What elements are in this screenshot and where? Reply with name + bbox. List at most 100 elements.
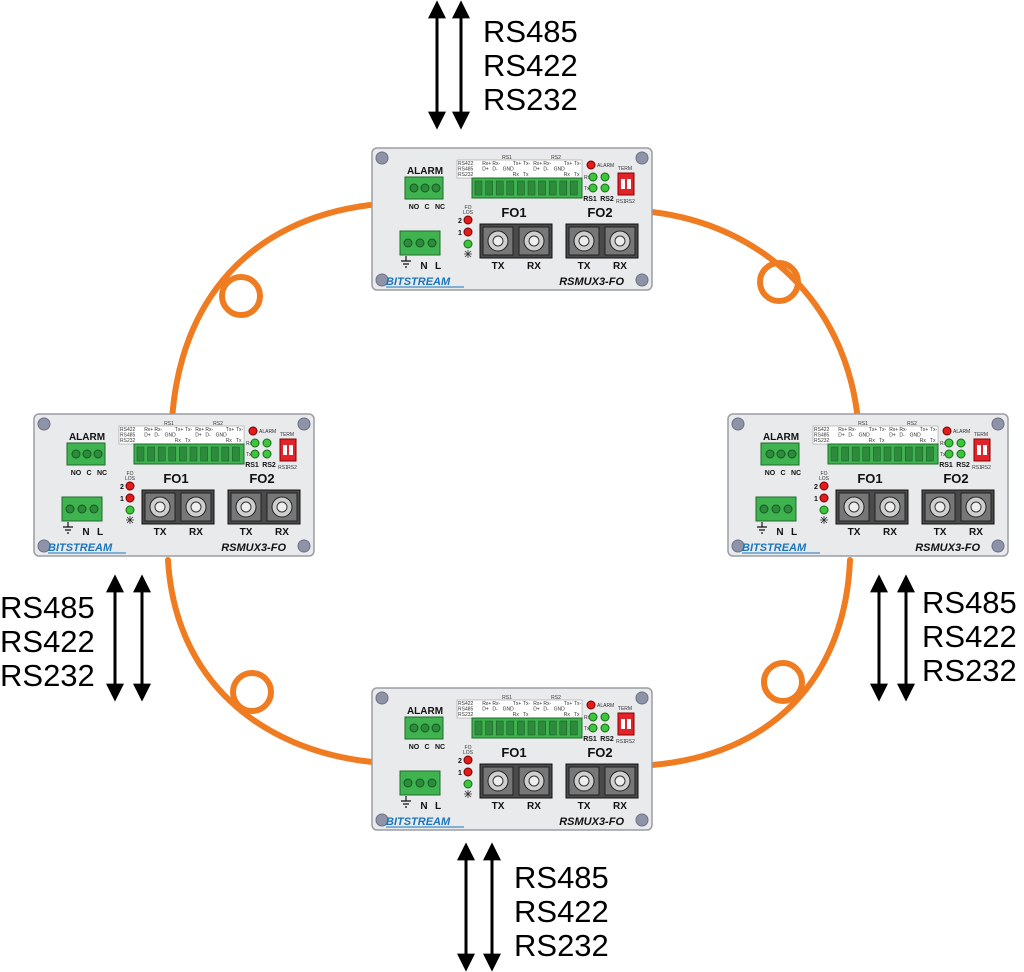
sc-ferrule: [934, 501, 946, 513]
rs1-label: RS1: [939, 462, 953, 469]
pinout-cell: Rx+: [533, 161, 542, 167]
pinout-cell: Rx: [513, 712, 520, 718]
fiber-segment: [649, 557, 853, 768]
rs-terminal-pin: [474, 720, 483, 736]
mounting-screw: [991, 417, 1005, 431]
pinout-cell: Rx: [226, 438, 233, 444]
fo1-los-led: [819, 493, 829, 503]
rs-terminal-pin: [548, 720, 557, 736]
ground-symbol: [63, 522, 73, 534]
status-led: [588, 712, 598, 722]
fo2-label: FO2: [587, 205, 612, 220]
fo1-tx-label: TX: [492, 261, 505, 272]
rs-terminal-pin: [883, 446, 892, 462]
status-led: [944, 449, 954, 459]
fo-los-label: FO: [465, 205, 472, 211]
fo1-label: FO1: [163, 471, 188, 486]
rs-terminal-pin: [830, 446, 839, 462]
mounting-screw: [635, 151, 649, 165]
rs-terminal-pin: [232, 446, 240, 462]
pinout-cell: Rx-: [543, 701, 551, 707]
pinout-cell: Tx-: [879, 427, 887, 433]
power-pin-label: N: [420, 261, 427, 272]
pinout-cell: Tx-: [574, 161, 582, 167]
pinout-cell: Rx-: [154, 427, 162, 433]
term-rs1-label: RS1: [972, 465, 982, 471]
term-rs1-label: RS1: [616, 199, 626, 205]
power-pin-label: L: [435, 801, 441, 812]
fo1-tx-label: TX: [492, 801, 505, 812]
pinout-cell: Tx-: [523, 701, 531, 707]
pinout-cell: RS422: [814, 427, 830, 433]
terminal-screw: [89, 504, 99, 514]
pinout-cell: Rx+: [195, 427, 204, 433]
light-icon: [820, 516, 828, 524]
pinout-cell: D-: [492, 167, 498, 173]
light-icon: [126, 516, 134, 524]
term-dip-switch: [617, 172, 635, 196]
fiber-slack-loop: [757, 260, 801, 304]
fo2-led-label: 2: [458, 218, 462, 225]
sc-ferrule: [848, 501, 860, 513]
terminal-screw: [415, 238, 425, 248]
fiber-segment: [649, 209, 861, 423]
rs-terminal-pin: [506, 720, 515, 736]
terminal-screw: [759, 504, 769, 514]
rs-terminal-pin: [147, 446, 155, 462]
terminal-screw: [77, 504, 87, 514]
pinout-cell: Tx+: [564, 161, 573, 167]
power-pin-label: N: [420, 801, 427, 812]
rs-terminal-pin: [538, 720, 546, 736]
power-pin-label: N: [776, 527, 783, 538]
model-label: RSMUX3-FO: [915, 542, 980, 554]
terminal-screw: [420, 723, 430, 733]
alarm-pin-label: C: [424, 744, 429, 751]
power-led: [463, 239, 473, 249]
pinout-cell: D+: [482, 167, 489, 173]
fo2-label: FO2: [943, 471, 968, 486]
mounting-screw: [731, 417, 745, 431]
pinout-rs1-header: RS1: [164, 421, 174, 427]
term-dip-switch: [617, 712, 635, 736]
pinout-cell: Tx: [523, 172, 529, 178]
pinout-cell: D+: [195, 433, 202, 439]
fo-los-label: FO: [127, 471, 134, 477]
mounting-screw: [37, 539, 51, 553]
terminal-screw: [409, 183, 419, 193]
interface-label-bottom: RS485: [514, 860, 609, 895]
sc-ferrule: [614, 235, 626, 247]
mounting-screw: [297, 539, 311, 553]
sc-ferrule: [970, 501, 982, 513]
fiber-slack-loop: [219, 274, 263, 318]
fo2-los-led: [819, 481, 829, 491]
fo1-rx-label: RX: [189, 527, 203, 538]
fo2-label: FO2: [587, 745, 612, 760]
rs-terminal-pin: [157, 446, 166, 462]
fiber-optic-ring: [165, 202, 861, 768]
rs-terminal-pin: [851, 446, 860, 462]
ground-symbol: [401, 796, 411, 808]
dip-lever: [977, 445, 981, 455]
dip-lever: [621, 179, 625, 189]
terminal-screw: [415, 778, 425, 788]
fo1-rx-label: RX: [527, 801, 541, 812]
fo2-rx-label: RX: [275, 527, 289, 538]
pinout-cell: D+: [533, 167, 540, 173]
interface-label-bottom: RS422: [514, 894, 609, 929]
rs2-label: RS2: [956, 462, 970, 469]
pinout-cell: Rx-: [848, 427, 856, 433]
pinout-cell: RS485: [458, 167, 474, 173]
term-label: TERM: [974, 432, 988, 438]
pinout-cell: D+: [889, 433, 896, 439]
tx-led-label: Tx: [246, 452, 252, 458]
mounting-screw: [375, 813, 389, 827]
alarm-led-label: ALARM: [597, 703, 614, 709]
rs1-label: RS1: [583, 196, 597, 203]
rs1-label: RS1: [583, 736, 597, 743]
pinout-cell: Tx: [574, 712, 580, 718]
status-led: [956, 449, 966, 459]
